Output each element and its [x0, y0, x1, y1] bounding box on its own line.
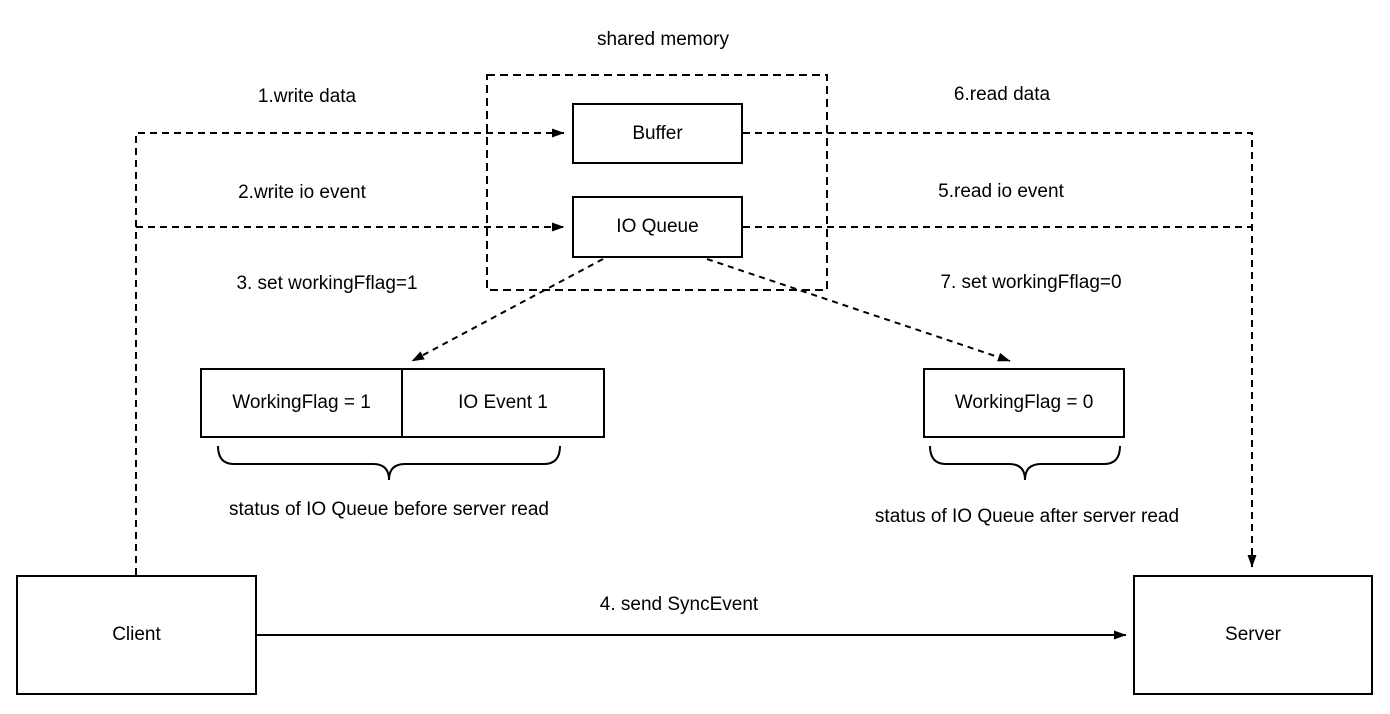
server-node: Server: [1133, 575, 1373, 695]
io-queue-node: IO Queue: [572, 196, 743, 258]
buffer-label: Buffer: [632, 122, 683, 144]
working-flag-0-label: WorkingFlag = 0: [954, 392, 1094, 413]
edge-label-set-flag-1: 3. set workingFflag=1: [236, 273, 418, 294]
brace-after-read: [929, 445, 1121, 481]
working-flag-1-cell: WorkingFlag = 1: [202, 370, 403, 436]
edge-write-data: [135, 128, 565, 575]
edge-set-flag-0: [706, 258, 1011, 362]
buffer-node: Buffer: [572, 103, 743, 164]
edge-label-send-sync-event: 4. send SyncEvent: [599, 594, 759, 615]
caption-after-read: status of IO Queue after server read: [874, 506, 1180, 527]
diagram-title: shared memory: [597, 29, 729, 50]
edge-label-read-io-event: 5.read io event: [938, 181, 1064, 202]
edge-label-write-io-event: 2.write io event: [238, 182, 366, 203]
caption-before-read: status of IO Queue before server read: [228, 499, 550, 520]
io-queue-status-after-node: WorkingFlag = 0: [923, 368, 1125, 438]
edge-label-set-flag-0: 7. set workingFflag=0: [940, 272, 1122, 293]
brace-before-read: [217, 445, 561, 481]
server-label: Server: [1225, 624, 1281, 645]
edge-read-data: [743, 132, 1257, 568]
edge-label-read-data: 6.read data: [953, 84, 1051, 105]
io-event-1-cell: IO Event 1: [403, 370, 603, 436]
io-queue-status-before-node: WorkingFlag = 1 IO Event 1: [200, 368, 605, 438]
working-flag-1-label: WorkingFlag = 1: [232, 392, 371, 413]
io-queue-label: IO Queue: [616, 216, 699, 237]
edge-label-write-data: 1.write data: [257, 86, 357, 107]
shared-memory-container: [486, 74, 828, 291]
client-node: Client: [16, 575, 257, 695]
io-event-1-label: IO Event 1: [458, 392, 548, 413]
client-label: Client: [112, 624, 161, 645]
edge-set-flag-1: [411, 258, 604, 362]
